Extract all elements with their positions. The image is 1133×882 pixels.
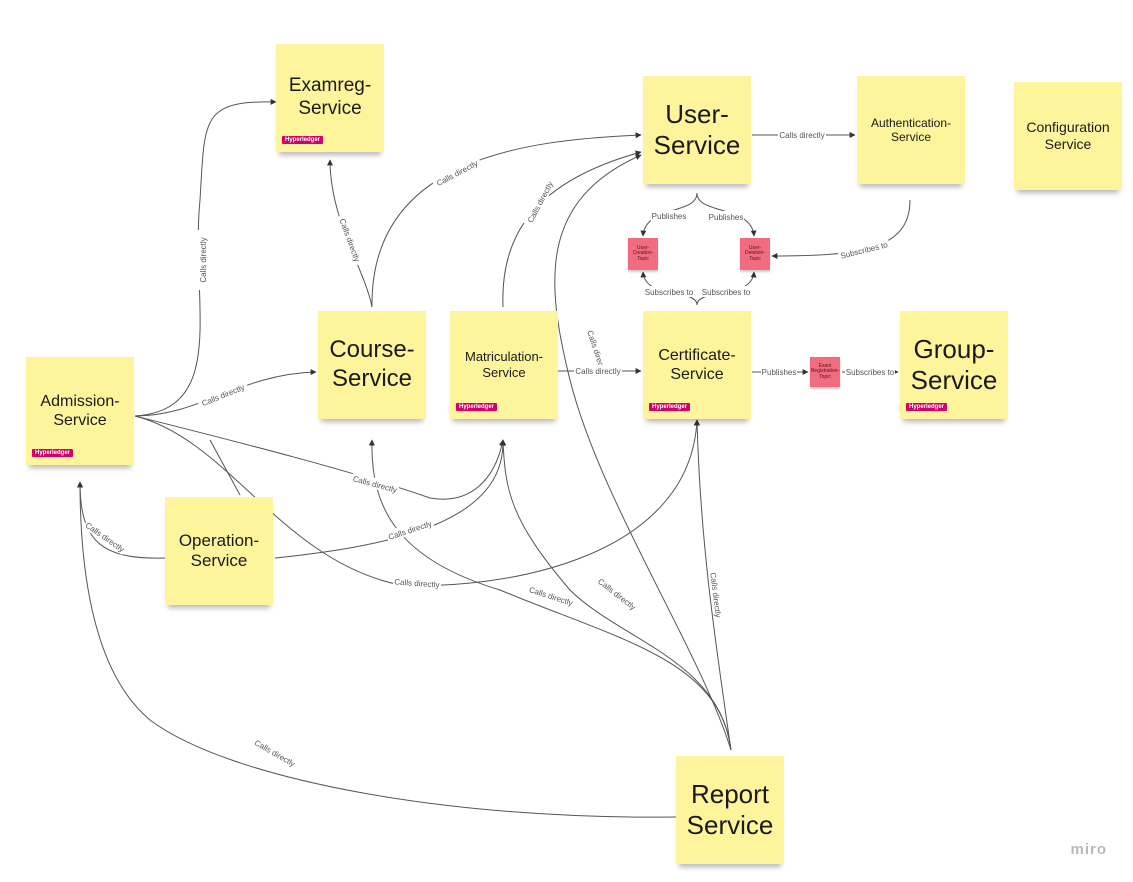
certificate-service-note[interactable]: Certificate- Service Hyperledger [643,311,751,419]
user-service-note[interactable]: User- Service [643,76,751,184]
edge-operation-admission [77,481,166,559]
label-subscribes-creation: Subscribes to [644,286,694,297]
configuration-service-note[interactable]: Configuration Service [1014,82,1122,190]
label-admission-matriculation: Calls directly [350,471,400,496]
admission-service-note[interactable]: Admission- Service Hyperledger [26,357,134,465]
label-subscribes-deletion: Subscribes to [701,286,751,297]
user-creation-topic[interactable]: User- Creation- Topic [628,238,658,270]
edge-operation-matriculation [274,439,507,559]
label-matriculation-certificate: Calls directly [574,365,622,376]
svg-text:Subscribes to: Subscribes to [846,368,895,377]
certificate-service-label: Certificate- Service [658,346,736,383]
svg-text:Subscribes to: Subscribes to [702,288,751,297]
edge-matriculation-user [502,150,642,308]
label-publishes-creation: Publishes [651,210,687,221]
svg-text:Calls directly: Calls directly [338,217,362,263]
label-group-subscribes: Subscribes to [845,366,895,377]
label-report-admission: Calls directly [251,735,299,770]
admission-service-label: Admission- Service [40,392,120,429]
group-service-label: Group- Service [910,333,998,395]
svg-text:Calls directly: Calls directly [596,577,637,612]
edge-report-user [554,154,732,751]
label-admission-certificate: Calls directly [392,575,442,590]
label-operation-admission: Calls directly [82,518,129,555]
configuration-service-label: Configuration Service [1026,119,1110,152]
svg-text:Publishes: Publishes [762,368,797,377]
label-admission-course: Calls directly [196,379,249,410]
edge-admission-matriculation [134,415,505,500]
edge-report-admission [77,481,677,818]
label-report-matriculation: Calls directly [595,574,640,613]
svg-text:Subscribes to: Subscribes to [840,240,890,261]
label-user-authentication: Calls directly [778,129,826,140]
hyperledger-badge: Hyperledger [282,136,324,144]
operation-service-label: Operation- Service [178,530,260,570]
edge-course-user [371,132,642,308]
svg-text:Calls directly: Calls directly [253,738,297,768]
svg-text:Calls directly: Calls directly [708,572,722,618]
user-service-label: User- Service [653,98,741,160]
hyperledger-badge: Hyperledger [649,403,691,411]
label-report-course: Calls directly [526,582,576,609]
svg-text:Calls directly: Calls directly [199,237,208,282]
exam-registration-topic[interactable]: Exam Registration- Topic [810,357,840,387]
matriculation-service-note[interactable]: Matriculation- Service Hyperledger [450,311,558,419]
report-service-label: Report Service [686,778,774,840]
svg-text:Publishes: Publishes [709,213,744,222]
label-course-user: Calls directly [431,155,483,190]
label-operation-matriculation: Calls directly [385,516,435,543]
authentication-service-note[interactable]: Authentication- Service [857,76,965,184]
edge-report-certificate [694,419,732,751]
label-admission-examreg: Calls directly [197,230,208,290]
examreg-service-label: Examreg- Service [288,75,372,119]
edge-report-course [368,439,732,751]
label-publishes-deletion: Publishes [708,211,744,222]
course-service-note[interactable]: Course- Service [318,311,426,419]
svg-text:Calls directly: Calls directly [575,367,620,376]
miro-logo: miro [1070,841,1107,858]
group-service-note[interactable]: Group- Service Hyperledger [900,311,1008,419]
label-report-certificate: Calls directly [708,570,725,620]
edge-report-matriculation [500,439,732,751]
svg-text:Calls directly: Calls directly [526,180,555,224]
edge-admission-examreg [134,98,277,417]
report-service-note[interactable]: Report Service [676,756,784,864]
course-service-label: Course- Service [329,336,415,392]
svg-text:Calls directly: Calls directly [387,519,433,542]
label-authentication-subscribes: Subscribes to [837,237,891,262]
authentication-service-label: Authentication- Service [870,115,952,144]
label-course-examreg: Calls directly [336,213,365,267]
label-matriculation-user: Calls directly [522,176,557,228]
edge-admission-operation-line [209,439,241,496]
svg-text:Calls directly: Calls directly [84,521,126,554]
hyperledger-badge: Hyperledger [32,449,74,457]
svg-text:Publishes: Publishes [652,212,687,221]
label-certificate-publishes: Publishes [761,366,797,377]
svg-text:Subscribes to: Subscribes to [645,288,694,297]
hyperledger-badge: Hyperledger [906,403,948,411]
operation-service-note[interactable]: Operation- Service [165,497,273,605]
svg-text:Calls directly: Calls directly [394,577,440,589]
examreg-service-note[interactable]: Examreg- Service Hyperledger [276,44,384,152]
svg-text:Calls directly: Calls directly [779,131,824,140]
svg-text:Calls directly: Calls directly [435,159,479,188]
hyperledger-badge: Hyperledger [456,403,498,411]
matriculation-service-label: Matriculation- Service [464,349,544,380]
user-deletion-topic[interactable]: User- Deletion- Topic [740,238,770,270]
